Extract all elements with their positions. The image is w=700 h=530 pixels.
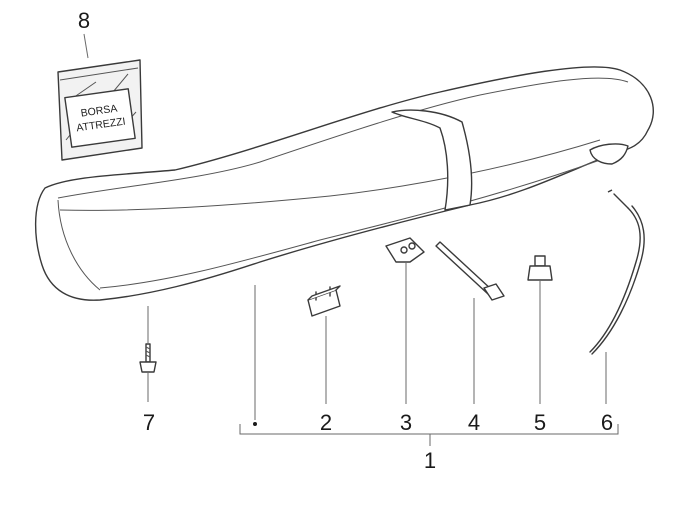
saddle-reference-dot <box>253 422 257 426</box>
screw-drawing[interactable] <box>139 343 157 373</box>
reference-numbers: 8 7 2 3 4 5 6 1 <box>78 8 613 473</box>
callout-7: 7 <box>143 410 155 435</box>
lock-cable-drawing[interactable] <box>589 189 645 355</box>
rubber-buffer-drawing[interactable] <box>527 255 553 281</box>
cable-tie-drawing[interactable] <box>435 241 505 301</box>
saddle-drawing[interactable] <box>34 66 654 301</box>
callout-2: 2 <box>320 410 332 435</box>
callout-6: 6 <box>601 410 613 435</box>
bag-label-line1: BORSA <box>80 103 118 120</box>
tool-bag-drawing[interactable]: BORSA ATTREZZI <box>57 59 143 161</box>
callout-5: 5 <box>534 410 546 435</box>
callout-4: 4 <box>468 410 480 435</box>
callout-8: 8 <box>78 8 90 33</box>
bracket-drawing[interactable] <box>307 285 341 317</box>
leader-lines <box>83 33 619 446</box>
clip-drawing[interactable] <box>385 237 425 263</box>
callout-1: 1 <box>424 448 436 473</box>
callout-3: 3 <box>400 410 412 435</box>
